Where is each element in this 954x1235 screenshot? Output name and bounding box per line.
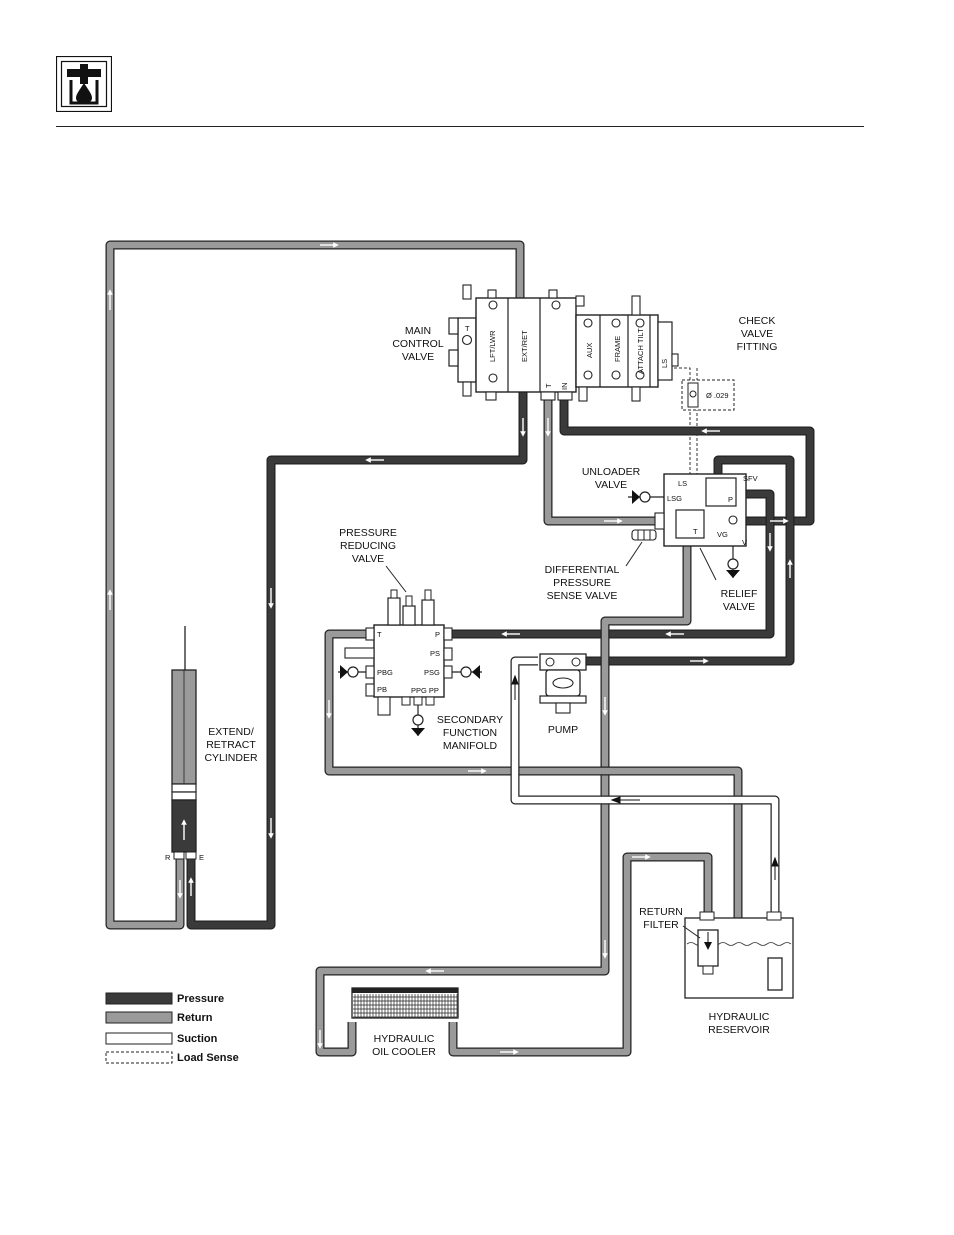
svg-text:P: P [435, 630, 440, 639]
svg-text:FILTER: FILTER [643, 919, 679, 931]
svg-text:T: T [693, 527, 698, 536]
legend: Pressure Return Suction Load Sense [105, 992, 239, 1064]
hydraulic-oil-cooler [351, 987, 459, 1019]
hydraulic-reservoir [682, 911, 794, 999]
svg-text:VALVE: VALVE [352, 553, 384, 565]
svg-text:SENSE VALVE: SENSE VALVE [547, 590, 618, 602]
svg-text:LS: LS [678, 479, 687, 488]
svg-text:VALVE: VALVE [723, 601, 755, 613]
orifice-size: Ø .029 [706, 391, 729, 400]
differential-pressure-sense-valve-label: DIFFERENTIAL PRESSURE SENSE VALVE [545, 564, 620, 602]
valve-section-ls: LS [660, 359, 669, 368]
svg-text:CHECK: CHECK [739, 315, 776, 327]
svg-text:PSG: PSG [424, 668, 440, 677]
suction-arrows [511, 674, 779, 880]
svg-text:T: T [377, 630, 382, 639]
valve-port-in: IN [560, 383, 569, 391]
legend-item-pressure: Pressure [105, 992, 224, 1005]
valve-section-frame: FRAME [613, 336, 622, 362]
return-filter-label: RETURN FILTER [639, 906, 683, 931]
svg-text:P: P [728, 495, 733, 504]
hoses [105, 240, 815, 1057]
svg-text:FUNCTION: FUNCTION [443, 727, 497, 739]
svg-text:VG: VG [717, 530, 728, 539]
check-valve-fitting: Ø .029 [681, 379, 735, 411]
valve-section-aux: AUX [585, 343, 594, 358]
svg-text:UNLOADER: UNLOADER [582, 466, 641, 478]
extend-retract-cylinder: R E [165, 626, 204, 862]
svg-text:PRESSURE: PRESSURE [339, 527, 397, 539]
secondary-function-manifold-label: SECONDARY FUNCTION MANIFOLD [437, 714, 503, 752]
return-hose-cylinder-rod [105, 240, 525, 930]
valve-section-attach-tilt: ATTACH TILT [636, 328, 645, 374]
return-hose-unloader-to-cooler [315, 540, 692, 1057]
check-valve-fitting-label: CHECK VALVE FITTING [737, 315, 778, 353]
svg-text:MANIFOLD: MANIFOLD [443, 740, 498, 752]
cylinder-port-r: R [165, 853, 171, 862]
hydraulic-reservoir-label: HYDRAULIC RESERVOIR [708, 1011, 770, 1036]
main-control-valve: T LFT/LWR EXT/RET AUX FRAME ATTACH TILT … [448, 284, 679, 402]
svg-text:Load Sense: Load Sense [177, 1052, 239, 1064]
extend-retract-cylinder-label: EXTEND/ RETRACT CYLINDER [204, 726, 258, 764]
flow-arrows [107, 242, 793, 1055]
unloader-valve-label: UNLOADER VALVE [582, 466, 641, 491]
svg-text:CYLINDER: CYLINDER [204, 752, 258, 764]
svg-text:HYDRAULIC: HYDRAULIC [374, 1033, 435, 1045]
valve-port-t: T [465, 324, 470, 333]
svg-text:PS: PS [430, 649, 440, 658]
unloader-valve: LS LSG SFV P T VG V [625, 473, 758, 581]
svg-text:PPG PP: PPG PP [411, 686, 439, 695]
return-hose-cooler-to-filter [448, 852, 713, 1057]
svg-text:VALVE: VALVE [741, 328, 773, 340]
svg-text:PRESSURE: PRESSURE [553, 577, 611, 589]
svg-text:FITTING: FITTING [737, 341, 778, 353]
svg-text:VALVE: VALVE [402, 351, 434, 363]
valve-port-tank: T [544, 383, 553, 388]
header-rule [56, 126, 864, 127]
svg-text:PB: PB [377, 685, 387, 694]
svg-text:MAIN: MAIN [405, 325, 431, 337]
svg-text:VALVE: VALVE [595, 479, 627, 491]
svg-text:RESERVOIR: RESERVOIR [708, 1024, 770, 1036]
svg-text:LSG: LSG [667, 494, 682, 503]
main-control-valve-label: MAIN CONTROL VALVE [392, 325, 443, 363]
svg-text:Return: Return [177, 1012, 213, 1024]
legend-item-return: Return [105, 1011, 213, 1024]
svg-text:RELIEF: RELIEF [721, 588, 758, 600]
svg-text:REDUCING: REDUCING [340, 540, 396, 552]
svg-text:SFV: SFV [743, 474, 758, 483]
svg-text:RETRACT: RETRACT [206, 739, 256, 751]
svg-text:EXTEND/: EXTEND/ [208, 726, 254, 738]
svg-text:PBG: PBG [377, 668, 393, 677]
pump: PUMP [539, 653, 587, 736]
svg-text:HYDRAULIC: HYDRAULIC [709, 1011, 770, 1023]
svg-text:SECONDARY: SECONDARY [437, 714, 503, 726]
pressure-reducing-valve-label: PRESSURE REDUCING VALVE [339, 527, 397, 565]
legend-item-load-sense: Load Sense [105, 1051, 239, 1064]
return-hose-manifold-to-reservoir [324, 629, 743, 982]
secondary-function-manifold: T P PS PBG PSG PB PPG PP [338, 565, 482, 736]
svg-text:OIL COOLER: OIL COOLER [372, 1046, 436, 1058]
svg-text:V: V [742, 538, 747, 547]
pump-label: PUMP [548, 724, 578, 736]
return-hose-valve-to-unloader [543, 400, 664, 526]
svg-text:Suction: Suction [177, 1033, 218, 1045]
pressure-hose-cylinder-head [186, 370, 528, 930]
svg-text:DIFFERENTIAL: DIFFERENTIAL [545, 564, 620, 576]
cylinder-port-e: E [199, 853, 204, 862]
svg-text:Pressure: Pressure [177, 993, 224, 1005]
pressure-hose-sfv [575, 455, 795, 666]
pressure-hose-to-manifold [452, 489, 775, 639]
hydraulic-oil-drop-icon [56, 56, 112, 112]
relief-valve-label: RELIEF VALVE [721, 588, 758, 613]
legend-item-suction: Suction [105, 1032, 218, 1045]
valve-section-lft-lwr: LFT/LWR [488, 330, 497, 362]
svg-text:CONTROL: CONTROL [392, 338, 443, 350]
svg-text:RETURN: RETURN [639, 906, 683, 918]
suction-hose-reservoir-to-pump [510, 656, 780, 915]
valve-section-ext-ret: EXT/RET [520, 330, 529, 362]
hydraulic-oil-cooler-label: HYDRAULIC OIL COOLER [372, 1033, 436, 1058]
